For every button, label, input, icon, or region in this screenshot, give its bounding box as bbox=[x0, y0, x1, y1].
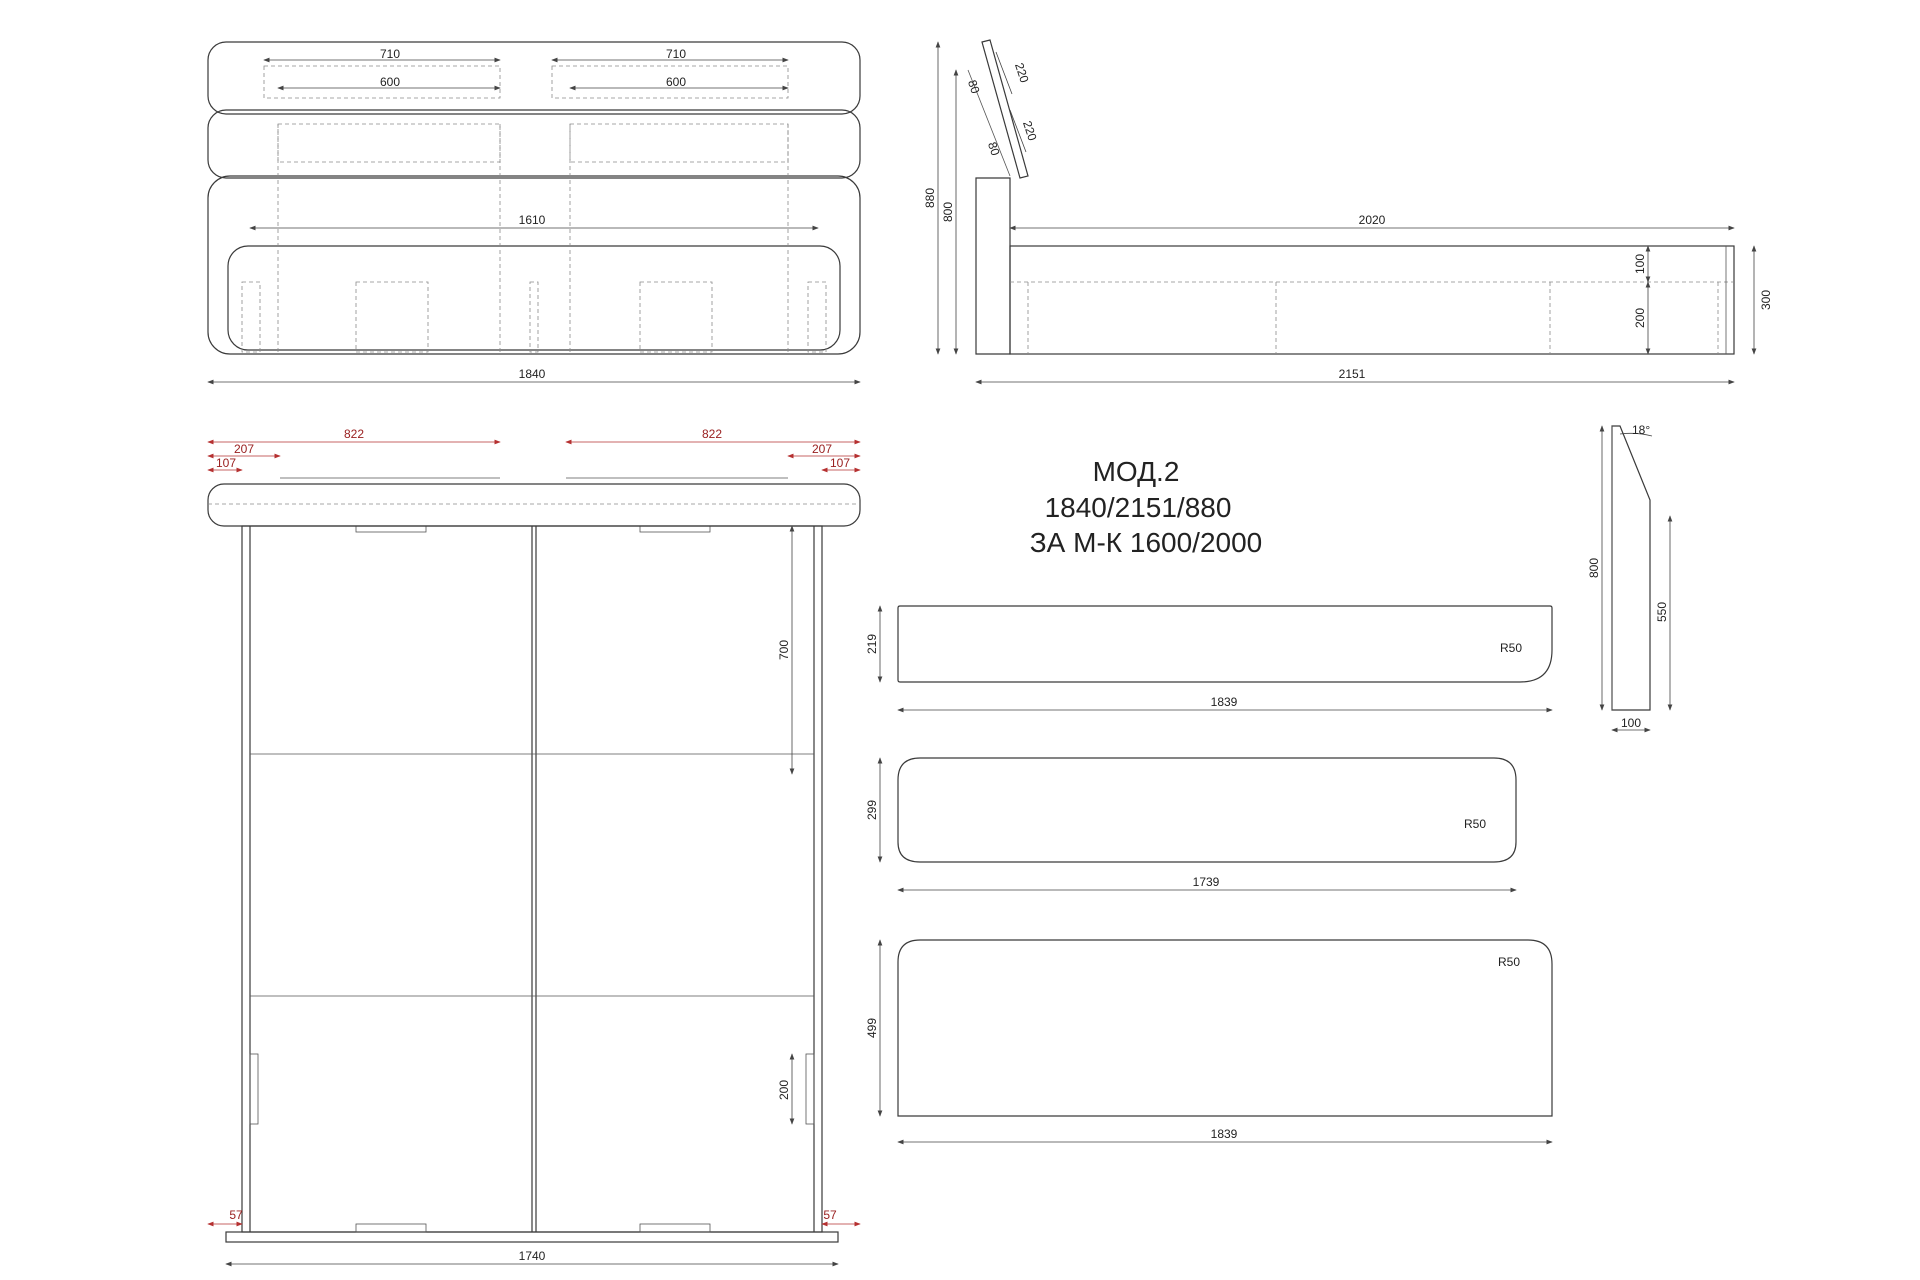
dim-107-left: 107 bbox=[216, 456, 236, 470]
panel-3-radius: R50 bbox=[1498, 955, 1520, 969]
hidden-recess-right bbox=[569, 123, 789, 163]
dim-207-left: 207 bbox=[234, 442, 254, 456]
dim-80-mid: 80 bbox=[985, 140, 1003, 157]
headboard-cushion-top bbox=[981, 39, 1029, 179]
bed-frame-side bbox=[1009, 245, 1735, 355]
panel-1-radius: R50 bbox=[1500, 641, 1522, 655]
side-view: 220 220 80 80 880 800 2020 100 200 300 2… bbox=[923, 39, 1773, 385]
dim-220-top: 220 bbox=[1012, 61, 1032, 85]
dim-710-left: 710 bbox=[380, 47, 400, 61]
panel-3-width: 1839 bbox=[1211, 1127, 1238, 1141]
model-title: МОД.2 bbox=[1093, 456, 1180, 487]
dim-600-right: 600 bbox=[666, 75, 686, 89]
profile-outline bbox=[1611, 425, 1651, 711]
pillow-recess-right bbox=[551, 65, 789, 99]
panel-2-width: 1739 bbox=[1193, 875, 1220, 889]
panel-1-width: 1839 bbox=[1211, 695, 1238, 709]
dim-220-mid: 220 bbox=[1020, 119, 1040, 143]
leg-right bbox=[639, 281, 713, 353]
leg-left bbox=[355, 281, 429, 353]
dim-800: 800 bbox=[941, 202, 955, 222]
dim-57-right: 57 bbox=[823, 1208, 837, 1222]
dim-1740: 1740 bbox=[519, 1249, 546, 1263]
dim-207-right: 207 bbox=[812, 442, 832, 456]
pillow-middle bbox=[207, 109, 861, 179]
plan-footrail bbox=[225, 1231, 839, 1243]
mattress-size: ЗА М-К 1600/2000 bbox=[1030, 527, 1262, 558]
dim-1840: 1840 bbox=[519, 367, 546, 381]
panel-3: 499 1839 R50 bbox=[865, 939, 1553, 1145]
dim-600-left: 600 bbox=[380, 75, 400, 89]
dim-880: 880 bbox=[923, 188, 937, 208]
dim-2020: 2020 bbox=[1359, 213, 1386, 227]
footboard-panel bbox=[227, 245, 841, 351]
dim-100: 100 bbox=[1633, 254, 1647, 274]
dim-80-top: 80 bbox=[965, 78, 983, 95]
dim-300: 300 bbox=[1759, 290, 1773, 310]
overall-dimensions: 1840/2151/880 bbox=[1045, 492, 1232, 523]
pillow-recess-left bbox=[263, 65, 501, 99]
panel-1-height: 219 bbox=[865, 634, 879, 654]
profile-height: 800 bbox=[1587, 558, 1601, 578]
dim-822-left: 822 bbox=[344, 427, 364, 441]
dim-2151: 2151 bbox=[1339, 367, 1366, 381]
dim-700: 700 bbox=[777, 640, 791, 660]
front-view: 710 710 600 600 1610 1840 bbox=[207, 41, 861, 385]
dim-200: 200 bbox=[1633, 308, 1647, 328]
profile-angle: 18° bbox=[1632, 423, 1650, 437]
profile-lower: 550 bbox=[1655, 602, 1669, 622]
panel-3-height: 499 bbox=[865, 1018, 879, 1038]
plan-view: 822 822 207 207 107 107 700 200 57 57 17… bbox=[207, 427, 861, 1267]
panel-2-height: 299 bbox=[865, 800, 879, 820]
title-block: МОД.2 1840/2151/880 ЗА М-К 1600/2000 bbox=[1030, 456, 1262, 558]
dim-57-left: 57 bbox=[229, 1208, 243, 1222]
pillow-top bbox=[207, 41, 861, 115]
dim-1610: 1610 bbox=[519, 213, 546, 227]
profile-width: 100 bbox=[1621, 716, 1641, 730]
headboard-base bbox=[207, 175, 861, 355]
panel-2-radius: R50 bbox=[1464, 817, 1486, 831]
dim-822-right: 822 bbox=[702, 427, 722, 441]
panel-1: 219 1839 R50 bbox=[865, 605, 1553, 713]
side-profile: 18° 800 550 100 bbox=[1587, 423, 1673, 733]
headboard-side bbox=[975, 177, 1011, 355]
dim-710-right: 710 bbox=[666, 47, 686, 61]
panel-2: 299 1739 R50 bbox=[865, 757, 1517, 893]
dim-107-right: 107 bbox=[830, 456, 850, 470]
plan-headboard bbox=[207, 483, 861, 527]
dim-200-plan: 200 bbox=[777, 1080, 791, 1100]
hidden-recess-left bbox=[277, 123, 501, 163]
